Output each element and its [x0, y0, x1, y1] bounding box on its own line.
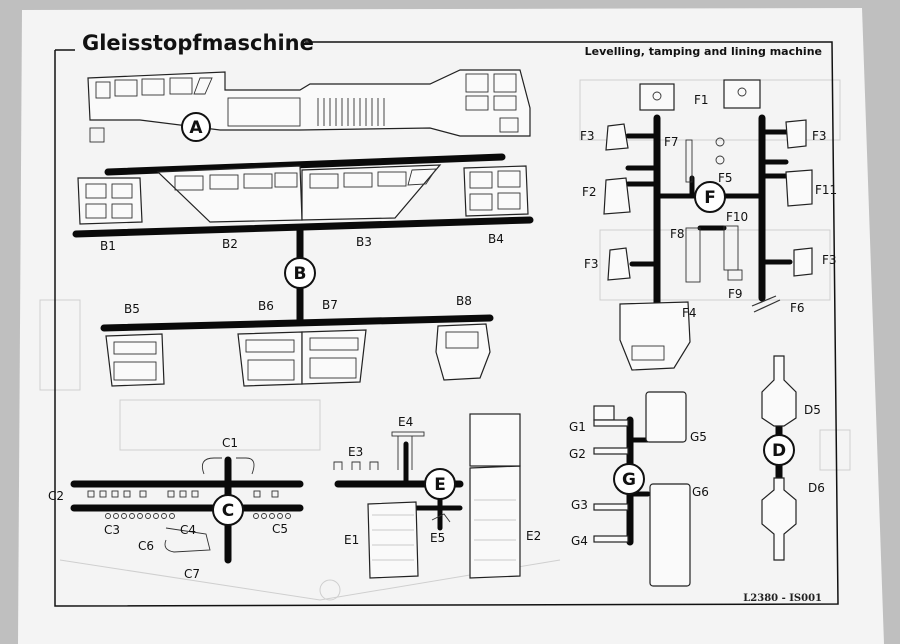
sprue-e-badge: [424, 468, 456, 500]
part-label-f3-c: F3: [584, 257, 599, 271]
part-label-e2: E2: [526, 529, 541, 543]
sprue-e: E E1 E2 E3 E4 E5: [333, 413, 541, 579]
part-label-c4: C4: [180, 523, 196, 537]
part-label-c2: C2: [48, 489, 64, 503]
sprue-g-badge: [613, 463, 645, 495]
page-subtitle: Levelling, tamping and lining machine: [585, 45, 822, 58]
part-label-e1: E1: [344, 533, 359, 547]
sprue-b-letter: B: [294, 264, 307, 284]
part-label-f8: F8: [670, 227, 685, 241]
sprue-b: B1 B2 B3 B4 B B5 B6 B7 B8: [72, 153, 534, 387]
part-label-f6: F6: [790, 301, 805, 315]
sprue-f-letter: F: [704, 188, 716, 208]
part-label-e3: E3: [348, 445, 363, 459]
part-label-b8: B8: [456, 294, 472, 308]
sprue-f: F F1 F3 F7 F3 F2 F5 F11 F10 F8 F3 F3 F9 …: [580, 79, 837, 371]
part-label-e5: E5: [430, 531, 445, 545]
part-label-b7: B7: [322, 298, 338, 312]
sprue-g-letter: G: [622, 470, 636, 490]
sprue-d-letter: D: [772, 441, 786, 461]
part-label-b5: B5: [124, 302, 140, 316]
part-label-b3: B3: [356, 235, 372, 249]
sheet-code: L2380 - IS001: [743, 593, 822, 604]
part-label-g1: G1: [569, 420, 586, 434]
part-label-f7: F7: [664, 135, 679, 149]
part-label-g3: G3: [571, 498, 588, 512]
part-label-b2: B2: [222, 237, 238, 251]
page-title: Gleisstopfmaschine: [82, 31, 314, 55]
sprue-b-badge: [284, 257, 316, 289]
part-label-b6: B6: [258, 299, 274, 313]
part-label-f2: F2: [582, 185, 597, 199]
part-label-g6: G6: [692, 485, 709, 499]
sprue-d: D D5 D6: [761, 355, 825, 561]
part-label-c5: C5: [272, 522, 288, 536]
sprue-g: G G1 G5 G2 G3 G6 G4: [569, 391, 709, 587]
sprue-d-badge: [763, 434, 795, 466]
part-label-f1: F1: [694, 93, 709, 107]
sprue-f-badge: [694, 181, 726, 213]
sprue-c-letter: C: [222, 501, 234, 521]
part-label-f3-a: F3: [580, 129, 595, 143]
part-label-g4: G4: [571, 534, 588, 548]
part-label-d6: D6: [808, 481, 825, 495]
part-label-f10: F10: [726, 210, 748, 224]
part-label-b1: B1: [100, 239, 116, 253]
part-label-b4: B4: [488, 232, 504, 246]
sprue-a-badge: [181, 112, 211, 142]
sprue-c-badge: [212, 494, 244, 526]
part-label-f5: F5: [718, 171, 733, 185]
sprue-e-letter: E: [434, 475, 446, 495]
part-label-f11: F11: [815, 183, 837, 197]
part-label-c7: C7: [184, 567, 200, 581]
part-label-d5: D5: [804, 403, 821, 417]
part-label-g2: G2: [569, 447, 586, 461]
part-label-f4: F4: [682, 306, 697, 320]
page-border: [54, 41, 839, 607]
sprue-c: C C1 C2 C3 C4 C5 C6 C7: [48, 436, 304, 581]
part-label-f9: F9: [728, 287, 743, 301]
sprue-a: A: [87, 69, 531, 143]
part-label-c1: C1: [222, 436, 238, 450]
part-label-c6: C6: [138, 539, 154, 553]
sprue-a-letter: A: [189, 118, 203, 138]
part-label-g5: G5: [690, 430, 707, 444]
part-label-c3: C3: [104, 523, 120, 537]
part-label-f3-b: F3: [812, 129, 827, 143]
part-label-e4: E4: [398, 415, 413, 429]
part-label-f3-d: F3: [822, 253, 837, 267]
